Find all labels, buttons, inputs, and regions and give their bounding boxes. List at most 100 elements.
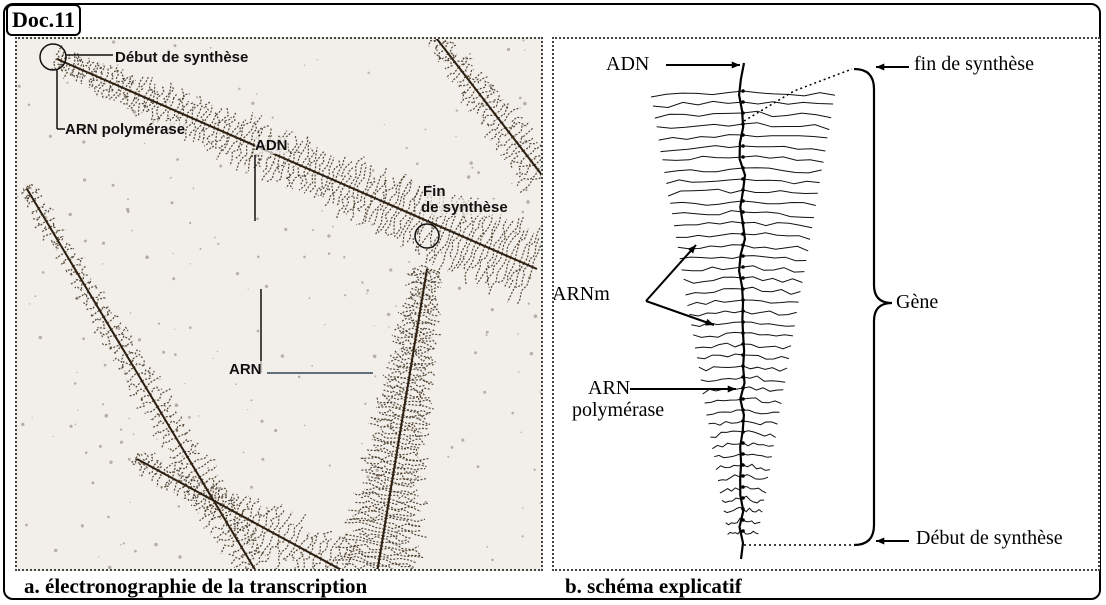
schema-label-debut-synthese: Début de synthèse (916, 527, 1063, 550)
schema-drawing (554, 39, 1100, 571)
rna-branch (709, 421, 744, 425)
schema-label-adn: ADN (606, 53, 649, 76)
rna-branch (651, 91, 743, 97)
rna-branch (743, 421, 778, 425)
label-debut-synthese: Début de synthèse (115, 49, 248, 66)
schema-panel: ADN fin de synthèse Gène ARNm ARN polymé… (552, 37, 1100, 571)
rna-branch (743, 496, 764, 503)
label-adn: ADN (255, 137, 288, 154)
rna-branch (695, 343, 743, 348)
rna-branch (743, 123, 829, 130)
rna-branch (743, 475, 768, 480)
rna-branch (743, 266, 804, 272)
rna-branch (659, 135, 743, 141)
rna-branch (666, 179, 743, 184)
rna-branch (743, 111, 831, 118)
rna-branch (743, 256, 806, 261)
rna-branch (699, 366, 743, 371)
rna-branch (743, 366, 787, 371)
doc-label: Doc.11 (6, 4, 81, 36)
label-arn: ARN (229, 361, 262, 378)
rna-branch (743, 333, 793, 336)
rna-branch (716, 465, 743, 470)
rna-branch (743, 156, 824, 162)
rna-branch (678, 245, 743, 249)
rna-branch (743, 322, 795, 326)
rna-branch (714, 454, 743, 458)
label-de-synthese: de synthèse (421, 199, 508, 216)
rna-branch (705, 399, 743, 403)
rna-branch (743, 190, 818, 194)
schema-label-gene: Gène (896, 291, 938, 314)
schema-label-arnm: ARNm (552, 283, 610, 306)
transcription-tree (651, 63, 835, 559)
rna-branch (653, 101, 743, 107)
label-arn-polymerase: ARN polymérase (65, 121, 185, 138)
start-circle (40, 44, 66, 70)
rna-branch (743, 168, 822, 173)
schema-label-arn: ARN (588, 377, 630, 400)
rna-branch (743, 233, 810, 240)
rna-branch (743, 300, 799, 303)
arrow-arnm-1 (646, 245, 696, 301)
rna-branch (743, 344, 791, 349)
rna-branch (743, 387, 783, 391)
rna-branch (743, 135, 827, 138)
rna-branch (684, 277, 743, 283)
rna-branch (743, 464, 770, 470)
rna-branch (672, 211, 743, 215)
rna-branch (710, 431, 743, 437)
rna-branch (743, 487, 766, 493)
rna-branch (661, 146, 743, 152)
rna-branch (743, 277, 802, 283)
rna-branch (743, 201, 816, 206)
rna-branch (743, 179, 820, 184)
micrograph-panel: Début de synthèse ARN polymérase ADN Fin… (15, 37, 543, 571)
micrograph-annotations (40, 44, 439, 373)
micrograph-image (17, 39, 543, 571)
arrow-arnm-2 (646, 301, 714, 325)
rna-branch (712, 443, 743, 449)
rna-branch (743, 212, 814, 218)
rna-branch (691, 322, 743, 327)
rna-branch (668, 189, 743, 196)
rna-branch (724, 507, 743, 512)
rna-branch (664, 168, 743, 173)
schema-label-polymerase: polymérase (572, 399, 664, 422)
rna-branch (743, 146, 825, 151)
rna-branch (743, 91, 835, 96)
rna-branch (682, 267, 743, 271)
rna-branch (693, 332, 743, 337)
rna-branch (743, 245, 808, 251)
caption-a: a. électronographie de la transcription (24, 574, 367, 599)
rna-branch (676, 234, 743, 238)
rna-branch (697, 354, 743, 359)
rna-branch (743, 531, 758, 534)
rna-branch (670, 201, 743, 205)
rna-branch (686, 289, 744, 295)
rna-branch (743, 443, 774, 446)
rna-branch (743, 311, 797, 315)
rna-branch (743, 398, 781, 404)
rna-branch (707, 410, 744, 415)
rna-branch (674, 222, 743, 226)
rna-branch (663, 156, 744, 160)
rna-branch (701, 377, 743, 382)
rna-branch (743, 222, 812, 227)
micrograph-fibers (17, 39, 543, 571)
rna-branch (722, 498, 743, 502)
label-fin: Fin (423, 183, 446, 200)
rna-branch (743, 287, 801, 294)
rna-branch (743, 454, 772, 457)
gene-brace (854, 69, 892, 545)
rna-branch (743, 520, 760, 524)
rna-branch (743, 102, 833, 105)
rna-branch (657, 124, 743, 128)
rna-branch (689, 311, 743, 316)
rna-branch (655, 113, 743, 118)
rna-branch (743, 431, 776, 438)
caption-b: b. schéma explicatif (565, 574, 742, 599)
rna-branch (680, 256, 743, 259)
rna-branch (743, 508, 762, 512)
rna-branch (743, 355, 789, 359)
